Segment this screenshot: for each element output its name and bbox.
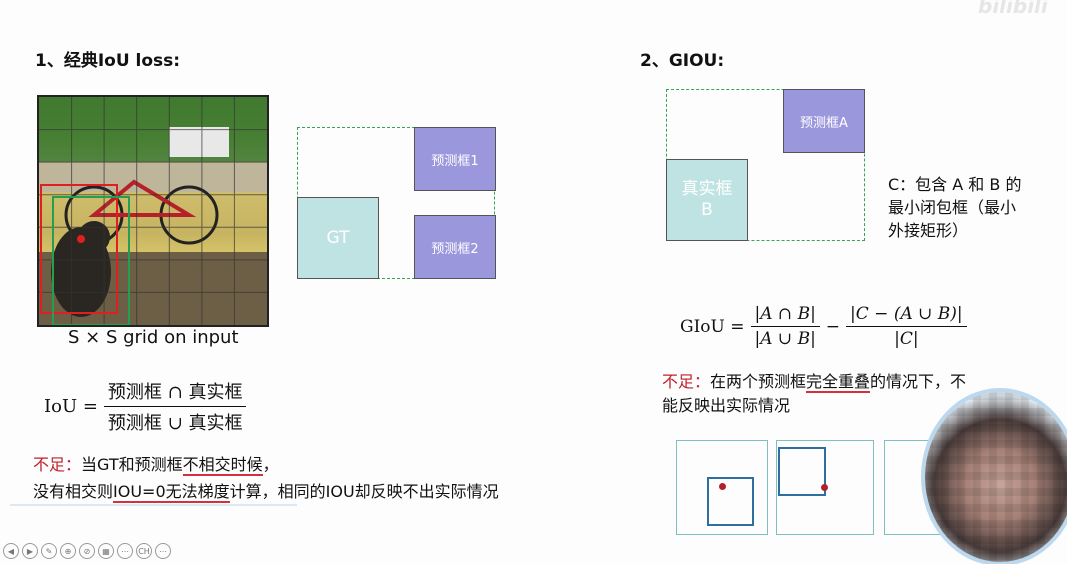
slide-toolbar: ◀ ▶ ✎ ⊕ ⊘ ▦ ⋯ CH ⋯: [3, 543, 171, 559]
iou-note-text-2a: 没有相交则: [33, 482, 114, 501]
overlap-example-1-center: [719, 483, 726, 490]
toolbar-more-icon[interactable]: ⋯: [117, 543, 133, 559]
grid-photo: [37, 95, 269, 327]
pred-box-2: 预测框2: [414, 215, 496, 279]
giou-box-b-line1: 真实框: [681, 179, 733, 199]
giou-fraction-2: |C − (A ∪ B)| |C|: [846, 304, 967, 349]
overlap-example-1-inner: [707, 477, 754, 526]
giou-note: 不足：在两个预测框完全重叠的情况下，不 能反映出实际情况: [662, 370, 966, 418]
iou-note-text-2d: 计算，相同的IOU却反映不出实际情况: [229, 482, 499, 501]
note-underline-bar: [10, 504, 297, 506]
iou-note-text-1a: 当GT和预测框: [81, 455, 183, 474]
giou-note-text-1c: 的情况下，不: [870, 372, 967, 391]
giou-box-b-line2: B: [701, 200, 713, 220]
toolbar-erase-icon[interactable]: ⊘: [79, 543, 95, 559]
c-note-line-2: 最小闭包框（最小: [888, 198, 1017, 217]
iou-note: 不足：当GT和预测框不相交时候， 没有相交则IOU=0无法梯度计算，相同的IOU…: [33, 451, 499, 505]
giou-frac2-denominator: |C|: [894, 329, 919, 349]
toolbar-grid-icon[interactable]: ▦: [98, 543, 114, 559]
giou-lhs: GIoU =: [680, 316, 745, 337]
giou-box-b: 真实框 B: [666, 159, 748, 241]
giou-note-text-2: 能反映出实际情况: [662, 396, 791, 415]
giou-minus: −: [825, 316, 841, 337]
giou-formula: GIoU = |A ∩ B| |A ∪ B| − |C − (A ∪ B)| |…: [680, 304, 967, 349]
iou-note-highlight-3: 无法梯度: [165, 482, 230, 503]
iou-numerator: 预测框 ∩ 真实框: [103, 378, 247, 407]
iou-lhs: IoU =: [44, 396, 98, 417]
pred-box-1: 预测框1: [414, 127, 496, 191]
giou-frac1-numerator: |A ∩ B|: [750, 304, 820, 327]
watermark-logo: bilibili: [978, 0, 1048, 18]
iou-note-label: 不足：: [33, 455, 82, 474]
giou-fraction-1: |A ∩ B| |A ∪ B|: [750, 304, 820, 349]
giou-note-label: 不足：: [662, 372, 711, 391]
giou-frac1-denominator: |A ∪ B|: [754, 329, 816, 349]
overlap-example-2: [776, 440, 874, 535]
giou-note-highlight: 完全重叠: [806, 372, 871, 393]
section-heading-iou: 1、经典IoU loss:: [35, 51, 181, 71]
iou-note-text-1c: ，: [262, 455, 279, 474]
webcam-pixelation: [925, 392, 1067, 562]
toolbar-zoom-icon[interactable]: ⊕: [60, 543, 76, 559]
gt-box: GT: [297, 197, 379, 279]
toolbar-language-icon[interactable]: CH: [136, 543, 152, 559]
grid-overlay: [39, 97, 267, 325]
c-note-line-3: 外接矩形）: [888, 221, 969, 240]
giou-frac2-numerator: |C − (A ∪ B)|: [846, 304, 967, 327]
photo-caption: S × S grid on input: [68, 327, 239, 348]
iou-note-highlight-2: IOU=0: [113, 482, 166, 503]
overlap-example-2-inner: [778, 447, 826, 496]
toolbar-prev-icon[interactable]: ◀: [3, 543, 19, 559]
section-heading-giou: 2、GIOU:: [640, 51, 725, 71]
toolbar-options-icon[interactable]: ⋯: [155, 543, 171, 559]
toolbar-next-icon[interactable]: ▶: [22, 543, 38, 559]
iou-formula: IoU = 预测框 ∩ 真实框 预测框 ∪ 真实框: [44, 378, 247, 435]
overlap-example-2-center: [821, 484, 828, 491]
toolbar-pen-icon[interactable]: ✎: [41, 543, 57, 559]
c-box-note: C：包含 A 和 B 的 最小闭包框（最小 外接矩形）: [888, 173, 1021, 242]
iou-fraction: 预测框 ∩ 真实框 预测框 ∪ 真实框: [103, 378, 247, 435]
giou-box-a: 预测框A: [783, 89, 865, 153]
giou-note-text-1a: 在两个预测框: [710, 372, 807, 391]
iou-note-highlight-1: 不相交时候: [182, 455, 263, 476]
overlap-example-1: [676, 440, 768, 535]
c-note-line-1: C：包含 A 和 B 的: [888, 175, 1022, 194]
webcam-overlay: [925, 392, 1067, 562]
iou-denominator: 预测框 ∪ 真实框: [107, 413, 243, 434]
